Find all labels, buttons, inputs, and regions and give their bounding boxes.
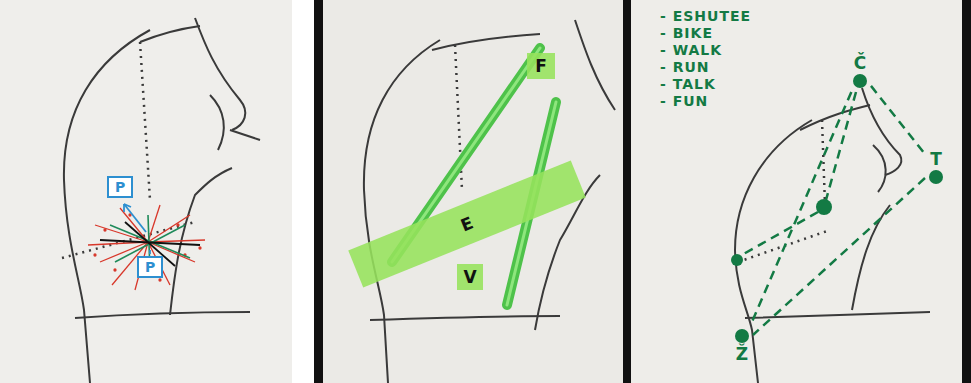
tape-label: V: [463, 267, 476, 287]
parking-label: P: [115, 179, 125, 195]
crowd-arrows: [88, 205, 205, 290]
parking-label: P: [145, 259, 155, 275]
tape-label-box: V: [457, 264, 483, 290]
stop-label: Č: [854, 54, 866, 72]
stop-label: T: [930, 150, 942, 168]
parking-box: P: [107, 176, 133, 198]
stop-dot: [731, 254, 743, 266]
photo-border: [314, 0, 323, 383]
route-line: [871, 86, 925, 154]
photo-paper: [631, 0, 962, 383]
stop-dot: [733, 327, 751, 345]
list-note: - ESHUTEE: [660, 8, 751, 24]
route-stop: Ž: [733, 327, 751, 363]
list-note: - RUN: [660, 59, 710, 75]
sketch-map: [735, 88, 930, 383]
parking-box: P: [137, 256, 163, 278]
photo-border: [623, 0, 631, 383]
parking-arrows: [124, 204, 150, 254]
tape-label: F: [535, 56, 547, 76]
stop-label: Ž: [736, 345, 748, 363]
route-stop: T: [927, 150, 945, 186]
stop-dot: [851, 72, 869, 90]
stop-dot: [927, 168, 945, 186]
stop-dot: [816, 199, 832, 215]
route-line: [753, 178, 925, 335]
sketch-map: [62, 18, 260, 383]
tape-label: E: [458, 213, 476, 236]
tape-label-box: F: [527, 53, 555, 79]
route-line: [751, 92, 852, 325]
route-line: [740, 92, 856, 256]
list-note: - TALK: [660, 76, 716, 92]
photo-paper: [0, 0, 292, 383]
list-note: - FUN: [660, 93, 708, 109]
photo-paper: [323, 0, 623, 383]
list-note: - WALK: [660, 42, 722, 58]
route-stop: Č: [851, 54, 869, 90]
photo-border: [962, 0, 971, 383]
list-note: - BIKE: [660, 25, 713, 41]
